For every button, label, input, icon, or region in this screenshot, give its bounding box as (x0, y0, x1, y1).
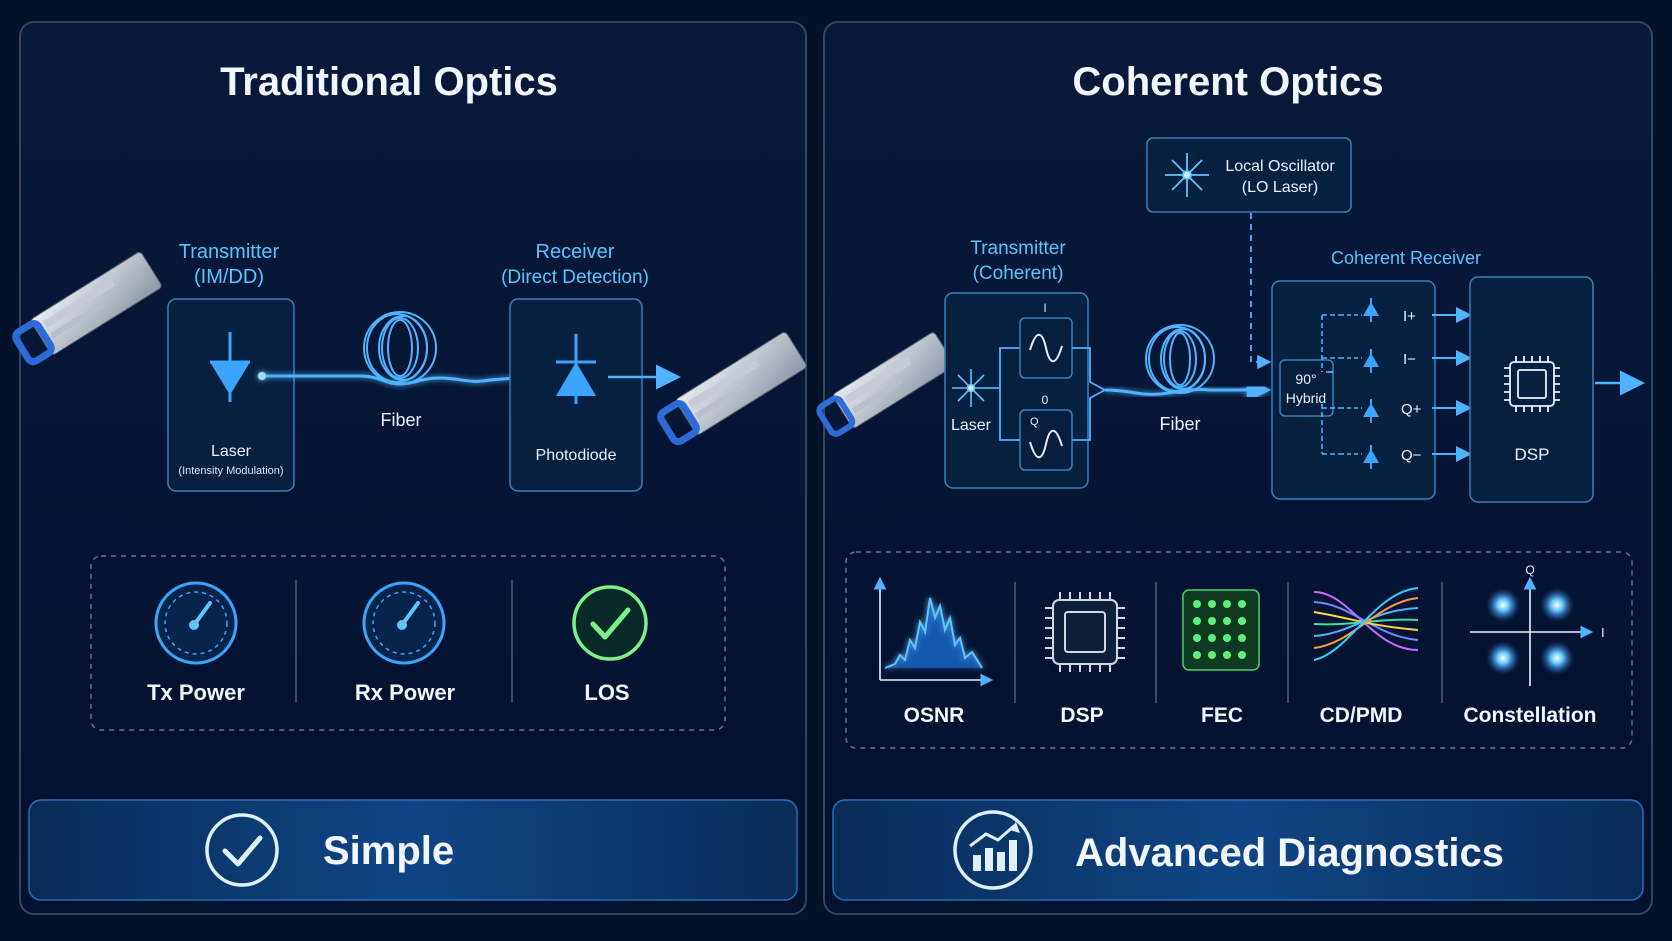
coherent-metrics-box (845, 551, 1633, 749)
coherent-receiver-title: Coherent Receiver (1331, 248, 1481, 268)
dsp-chip-icon (1504, 356, 1560, 412)
rx-power-gauge-icon (362, 581, 446, 665)
output-q-minus: Q− (1401, 447, 1422, 464)
lo-label-line2: (LO Laser) (1242, 179, 1318, 196)
receiver-subtitle: (Direct Detection) (501, 267, 649, 288)
lo-label-line1: Local Oscillator (1225, 158, 1335, 175)
modulator-combine-lines (1072, 347, 1106, 441)
sfp-module-icon (657, 332, 807, 446)
simple-label: Simple (323, 829, 454, 873)
cd-pmd-curves-icon (1313, 587, 1419, 661)
osnr-spectrum-icon (873, 576, 994, 687)
metric-dsp: DSP (1060, 704, 1103, 727)
tx-power-gauge-icon (154, 581, 238, 665)
receiver-to-dsp-arrows (1432, 307, 1472, 462)
los-check-icon (572, 585, 648, 661)
metric-cd-pmd: CD/PMD (1320, 704, 1403, 727)
constellation-i-axis: I (1601, 625, 1605, 640)
traditional-title: Traditional Optics (220, 60, 558, 104)
chart-up-icon (953, 810, 1033, 890)
metric-fec: FEC (1201, 704, 1243, 727)
coherent-receiver-box (1271, 280, 1436, 500)
mod-i-label: I (1043, 301, 1046, 315)
simple-banner (28, 799, 798, 901)
hybrid-label-line1: 90° (1295, 371, 1316, 387)
output-i-minus: I− (1403, 351, 1416, 368)
coherent-title: Coherent Optics (1072, 60, 1383, 104)
hybrid-box (1279, 359, 1334, 417)
sine-wave-icon (1029, 429, 1063, 459)
traditional-panel: Traditional Optics Transmitter (IM/DD) L… (12, 21, 807, 915)
dsp-label: DSP (1515, 445, 1550, 464)
laser-diode-icon (210, 332, 250, 402)
fiber-coil-icon (1145, 324, 1215, 394)
constellation-q-axis: Q (1525, 563, 1534, 577)
output-i-plus: I+ (1403, 308, 1416, 325)
laser-label: Laser (211, 443, 252, 460)
metric-los: LOS (584, 680, 629, 705)
mod-q-phase: 0 (1042, 393, 1049, 407)
advanced-diagnostics-label: Advanced Diagnostics (1075, 831, 1504, 875)
laser-star-icon (952, 369, 990, 407)
coherent-panel: Coherent Optics Local Oscillator (LO Las… (816, 21, 1653, 915)
advanced-diagnostics-banner (832, 799, 1644, 901)
lo-feed-line (1250, 213, 1272, 370)
sine-wave-icon (1029, 333, 1063, 363)
hybrid-label-line2: Hybrid (1286, 390, 1326, 406)
local-oscillator-box (1146, 137, 1352, 213)
lo-laser-star-icon (1165, 153, 1209, 197)
sfp-module-icon (12, 252, 162, 366)
check-circle-icon (205, 813, 279, 887)
metric-rx-power: Rx Power (355, 680, 456, 705)
photodiode-icon (556, 334, 596, 404)
fiber-label: Fiber (380, 410, 421, 430)
fec-matrix-icon (1182, 589, 1260, 671)
mod-q-label: Q (1030, 416, 1039, 428)
metric-osnr: OSNR (904, 704, 965, 727)
coherent-transmitter-subtitle: (Coherent) (973, 263, 1064, 284)
metric-constellation: Constellation (1463, 704, 1596, 727)
fiber-coil-icon (363, 311, 437, 385)
metric-tx-power: Tx Power (147, 680, 245, 705)
photodiode-label: Photodiode (536, 447, 617, 464)
constellation-icon (1470, 576, 1594, 686)
sfp-module-icon (816, 332, 954, 437)
laser-sublabel: (Intensity Modulation) (178, 465, 283, 477)
coherent-transmitter-title: Transmitter (970, 238, 1066, 259)
transmitter-title: Transmitter (179, 241, 280, 263)
receiver-title: Receiver (536, 241, 615, 263)
coherent-laser-label: Laser (951, 417, 992, 434)
balanced-photodiode-icon (1363, 298, 1379, 469)
output-q-plus: Q+ (1401, 401, 1422, 418)
metric-chip-icon (1045, 592, 1125, 672)
dsp-box (1469, 276, 1594, 503)
coherent-fiber-label: Fiber (1159, 414, 1200, 434)
laser-split-lines (990, 347, 1020, 441)
coherent-fiber-link (1104, 378, 1271, 402)
transmitter-subtitle: (IM/DD) (194, 266, 264, 288)
